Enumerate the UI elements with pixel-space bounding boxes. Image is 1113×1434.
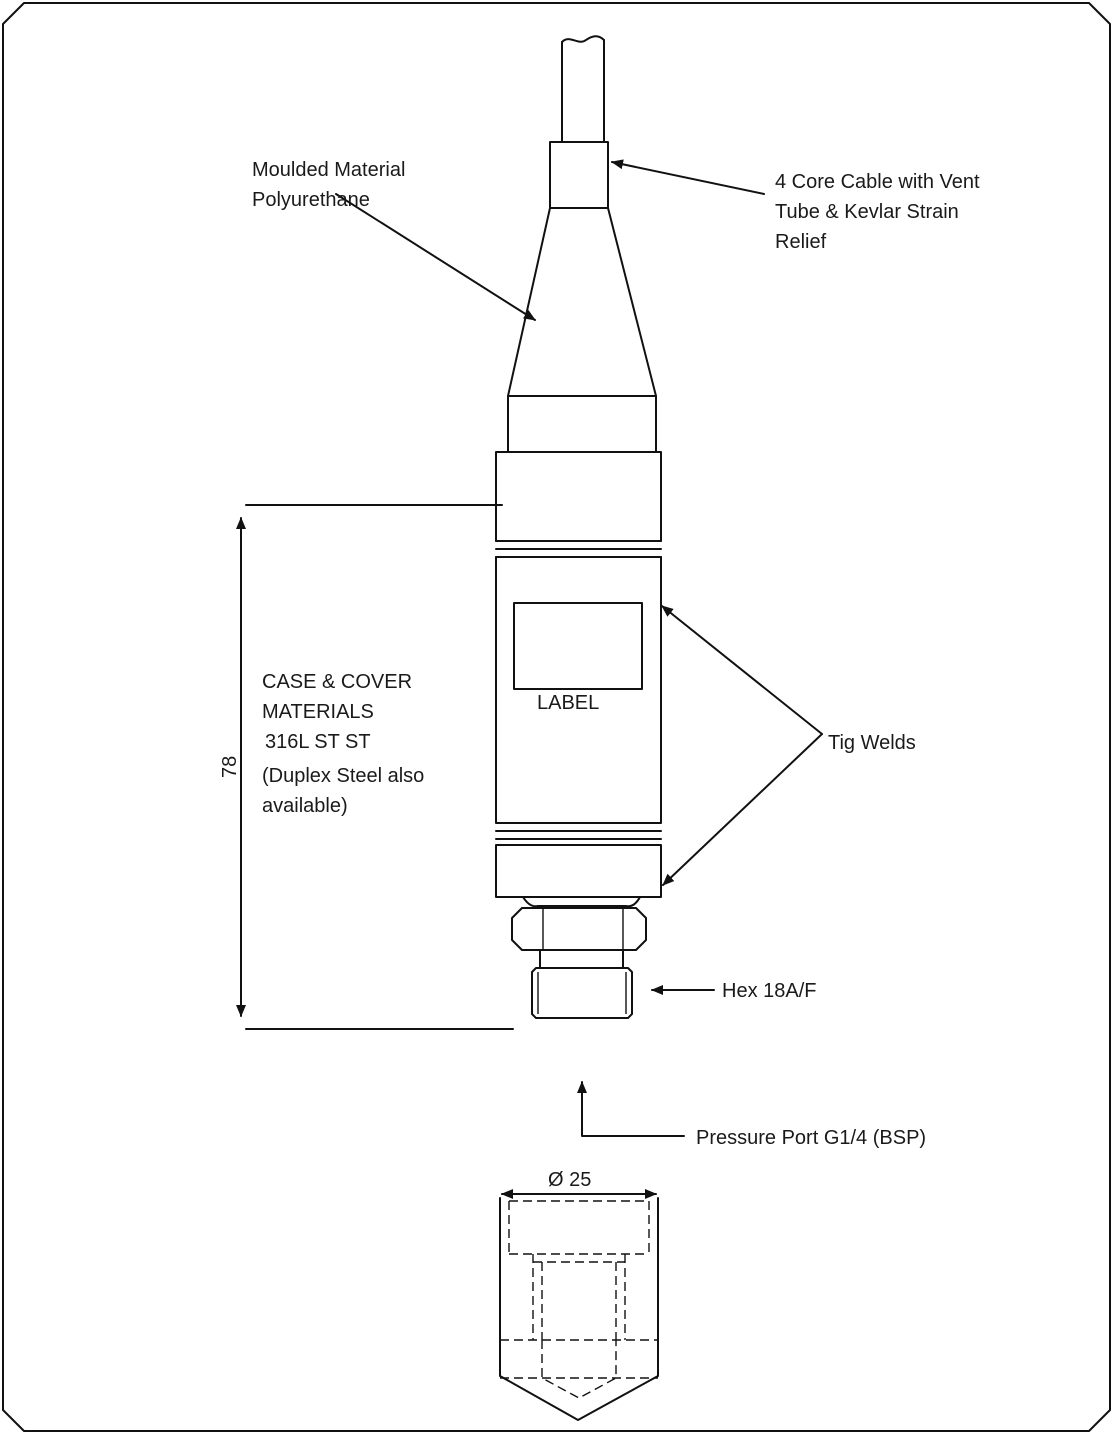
pressure-port-leader bbox=[577, 1081, 685, 1137]
threaded-port bbox=[531, 949, 633, 1019]
available-label: available) bbox=[262, 795, 348, 817]
cable-label-line3: Relief bbox=[775, 231, 827, 253]
diameter-label: Ø 25 bbox=[548, 1169, 591, 1191]
cable bbox=[561, 35, 605, 143]
dimension-78-label: 78 bbox=[219, 756, 241, 778]
moulded-leader bbox=[335, 193, 536, 321]
dimension-78 bbox=[236, 504, 514, 1030]
cable-label-line2: Tube & Kevlar Strain bbox=[775, 201, 959, 223]
cable-leader bbox=[611, 159, 765, 195]
case-cover-label: CASE & COVER bbox=[262, 671, 412, 693]
hex-nut bbox=[511, 896, 647, 951]
strain-relief-sleeve bbox=[549, 141, 609, 209]
tig-weld-leader-upper bbox=[661, 605, 823, 735]
pressure-port-label: Pressure Port G1/4 (BSP) bbox=[696, 1127, 926, 1149]
cable-label-line1: 4 Core Cable with Vent bbox=[775, 171, 980, 193]
material-grade-label: 316L ST ST bbox=[265, 731, 371, 753]
hex-label: Hex 18A/F bbox=[722, 980, 816, 1002]
duplex-steel-label: (Duplex Steel also bbox=[262, 765, 424, 787]
port-section-view bbox=[499, 1189, 659, 1421]
housing bbox=[495, 451, 662, 898]
label-window-text: LABEL bbox=[537, 692, 599, 714]
tig-weld-leader-lower bbox=[662, 733, 823, 886]
label-window bbox=[513, 602, 643, 690]
moulded-cone bbox=[507, 207, 657, 453]
materials-label: MATERIALS bbox=[262, 701, 374, 723]
tig-welds-label: Tig Welds bbox=[828, 732, 916, 754]
moulded-material-label: Moulded Material bbox=[252, 159, 405, 181]
polyurethane-label: Polyurethane bbox=[252, 189, 370, 211]
